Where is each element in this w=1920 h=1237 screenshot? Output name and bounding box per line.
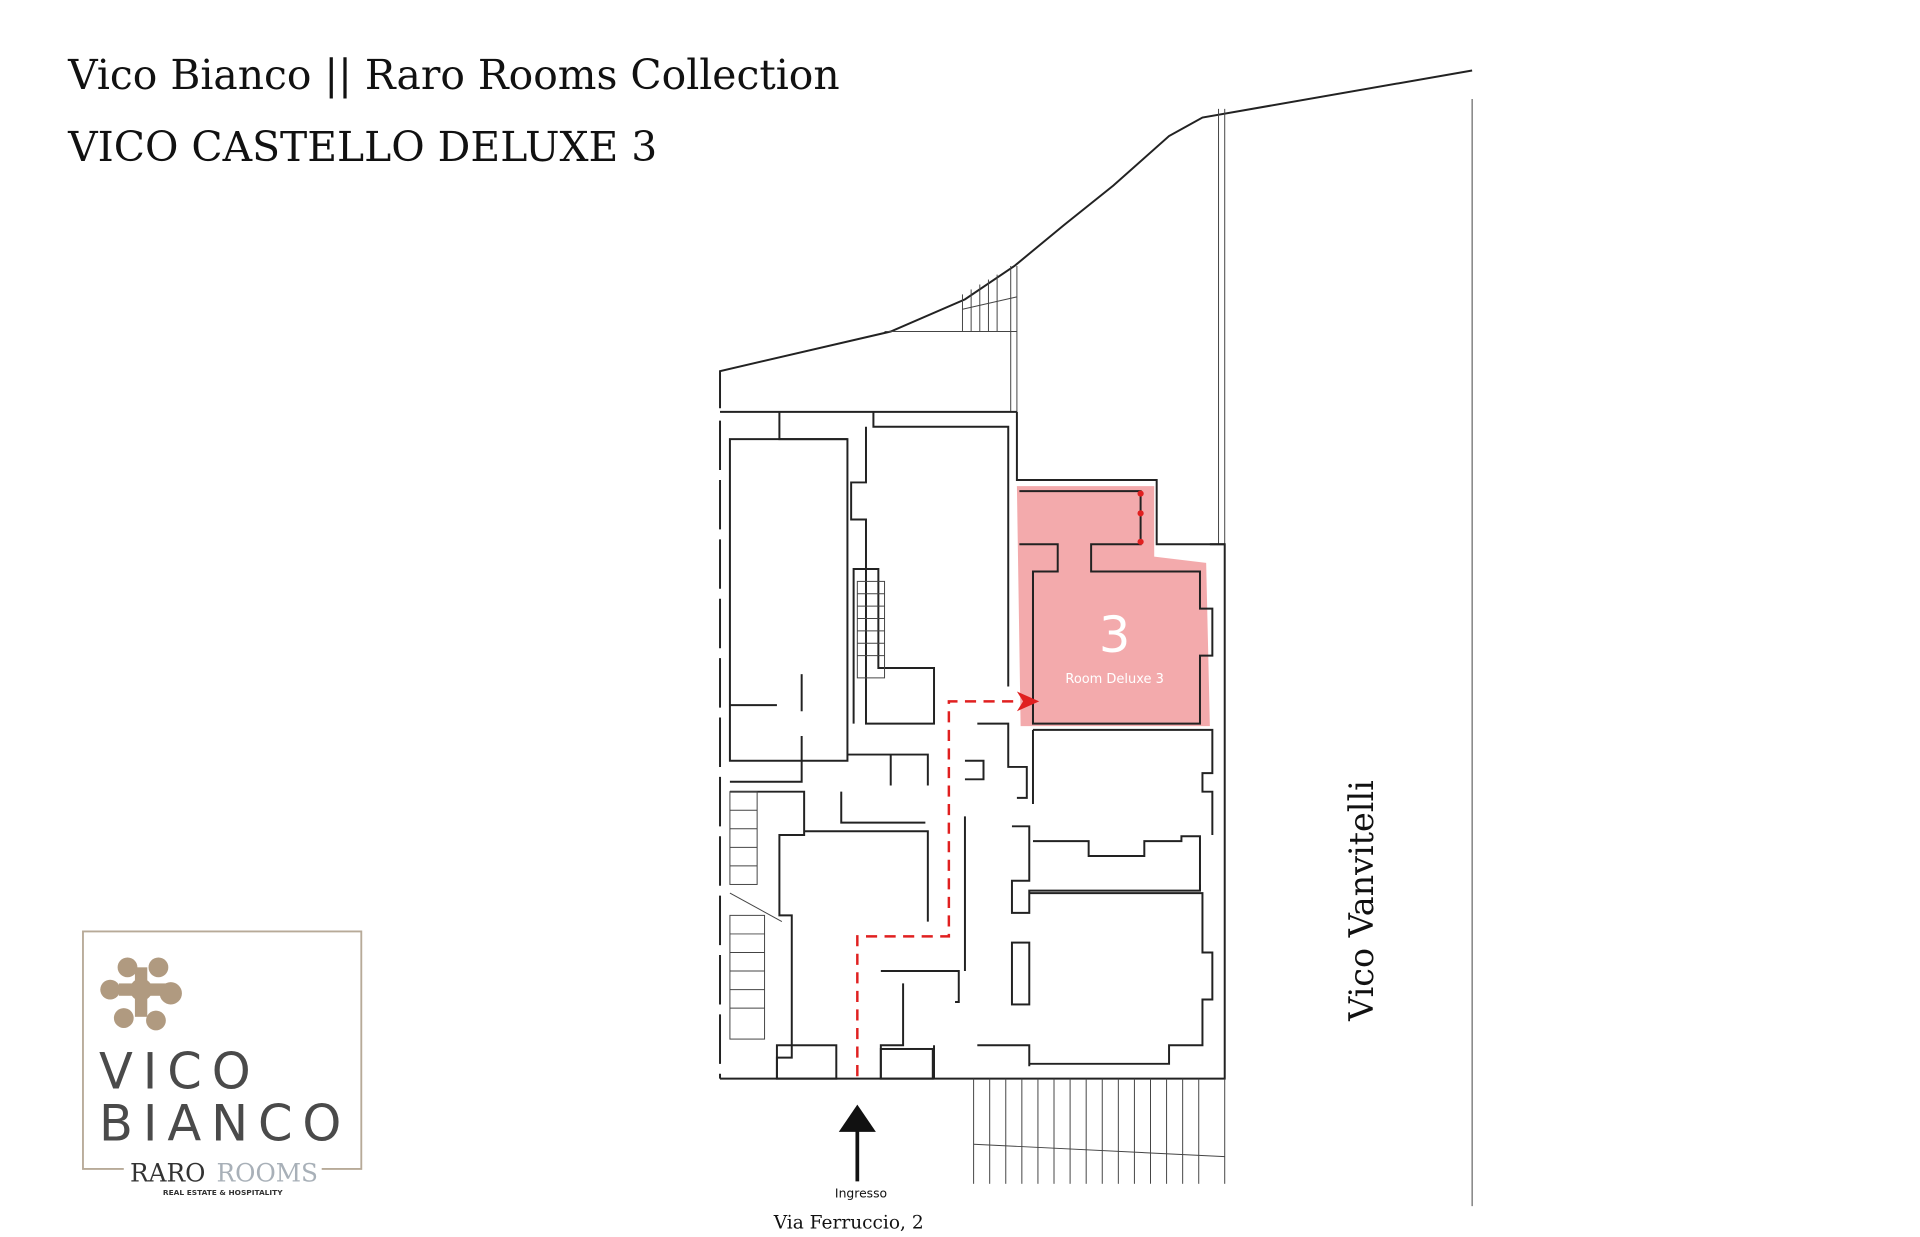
room-number: 3 bbox=[1099, 606, 1130, 664]
page-title: Vico Bianco || Raro Rooms Collection bbox=[67, 51, 840, 99]
logo-tagline: REAL ESTATE & HOSPITALITY bbox=[163, 1188, 283, 1197]
entrance-arrow-icon bbox=[838, 1104, 876, 1182]
entrance-street-label: Via Ferruccio, 2 bbox=[773, 1212, 924, 1233]
route-arrow-icon bbox=[1016, 691, 1040, 712]
page-subtitle: VICO CASTELLO DELUXE 3 bbox=[67, 123, 657, 171]
flower-icon bbox=[100, 957, 182, 1031]
logo-brand-b: ROOMS bbox=[217, 1158, 318, 1187]
route-to-room bbox=[856, 691, 1040, 1077]
vico-bianco-logo: VICO BIANCO RARO ROOMS REAL ESTATE & HOS… bbox=[82, 930, 363, 1197]
site-boundary bbox=[719, 69, 1473, 1207]
room-label: Room Deluxe 3 bbox=[1065, 672, 1163, 687]
room-deluxe-3[interactable]: 3 Room Deluxe 3 bbox=[1016, 486, 1214, 727]
exterior-stairs-top bbox=[961, 274, 1018, 332]
entrance-label: Ingresso bbox=[835, 1186, 887, 1200]
exterior-stairs-bottom bbox=[973, 1078, 1226, 1184]
side-street-label: Vico Vanvitelli bbox=[1342, 780, 1381, 1022]
logo-line2: BIANCO bbox=[99, 1095, 351, 1153]
logo-brand-a: RARO bbox=[130, 1158, 205, 1187]
logo-line1: VICO bbox=[99, 1043, 261, 1101]
building-walls bbox=[719, 410, 1226, 1080]
